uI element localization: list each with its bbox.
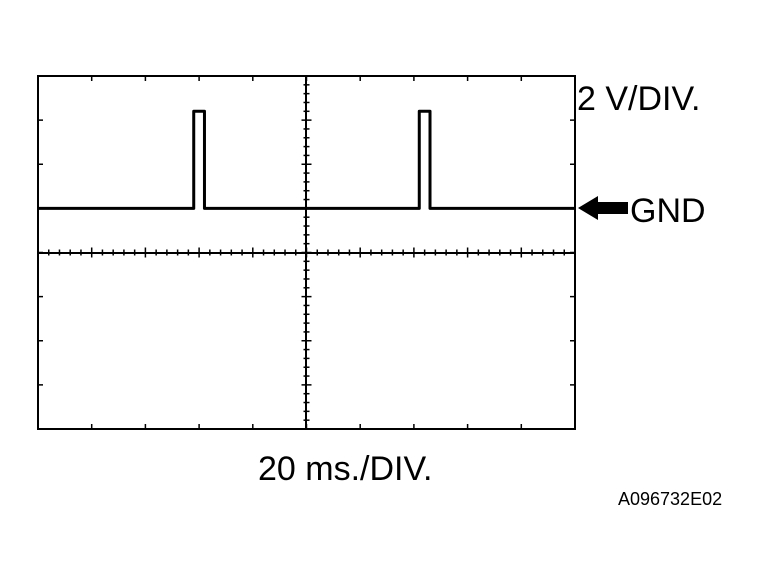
ground-reference-label: GND [630, 192, 706, 230]
signal-trace [38, 109, 575, 210]
time-per-division-label: 20 ms./DIV. [258, 450, 433, 488]
volts-per-division-label: 2 V/DIV. [577, 80, 701, 118]
figure-id-label: A096732E02 [618, 489, 723, 509]
gnd-arrow-icon [578, 196, 628, 220]
